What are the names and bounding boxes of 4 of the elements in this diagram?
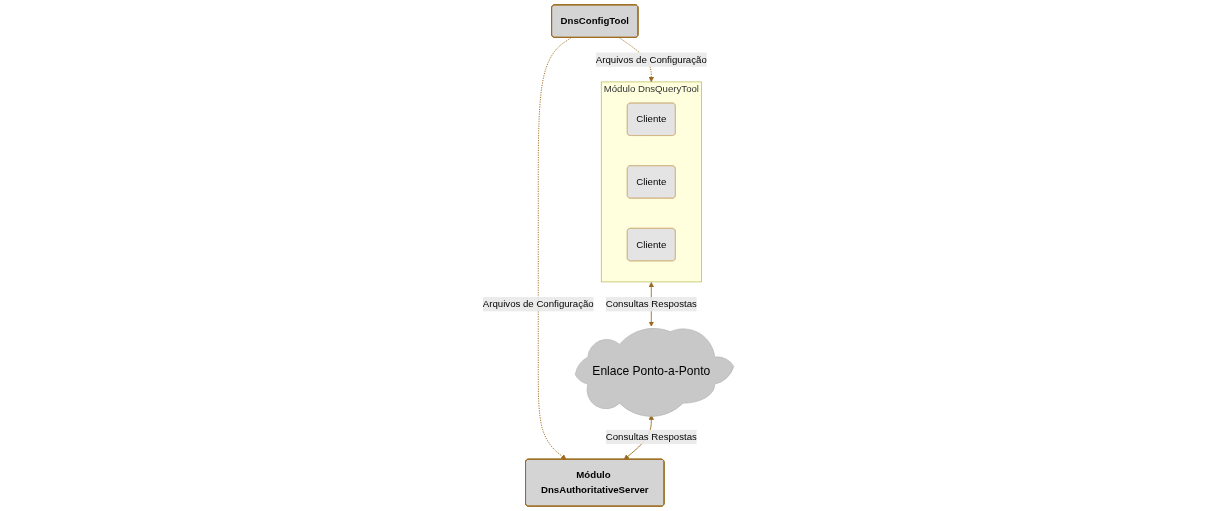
edge-label: Arquivos de Configuração xyxy=(596,54,707,65)
edge-label: Consultas Respostas xyxy=(605,298,698,310)
edge-label: Consultas Respostas xyxy=(605,431,698,442)
edge-label: Arquivos de Configuração xyxy=(483,298,594,310)
